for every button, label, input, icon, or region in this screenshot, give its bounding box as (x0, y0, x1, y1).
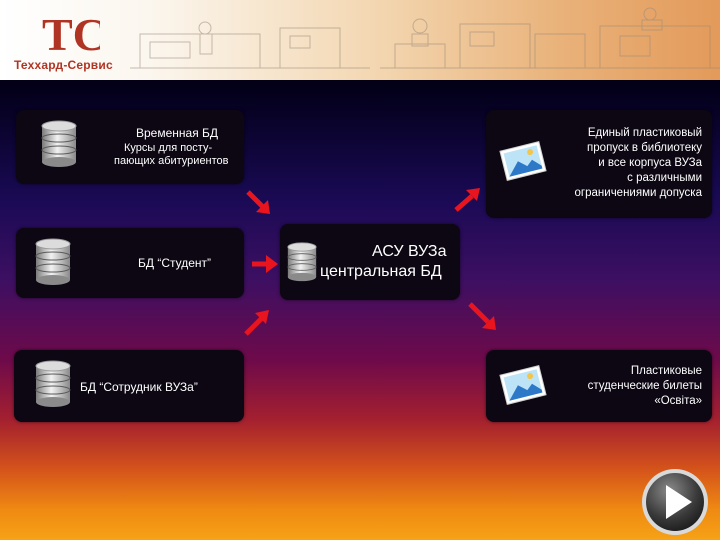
image-icon (499, 141, 547, 181)
central-line-1: АСУ ВУЗа (372, 243, 447, 260)
temp-db-subtitle-2: пающих абитуриентов (114, 155, 229, 167)
arrow-central-to-pass (454, 188, 480, 212)
card-temporary-db: Временная БД Курсы для посту- пающих аби… (16, 110, 244, 184)
tickets-line-3: «Освіта» (654, 395, 702, 407)
database-icon (41, 120, 77, 167)
database-icon (35, 238, 71, 285)
pass-line-1: Единый пластиковый (587, 127, 702, 139)
card-student-db: БД “Студент” (16, 228, 244, 298)
logo-name: Теххард-Сервис (14, 58, 113, 72)
arrow-staff-to-central (244, 310, 269, 336)
card-student-tickets: Пластиковые студенческие билеты «Освіта» (486, 350, 712, 422)
pass-line-3: и все корпуса ВУЗа (598, 157, 702, 169)
arrow-central-to-tickets (468, 302, 496, 330)
temp-db-title: Временная БД (136, 126, 219, 140)
play-icon (666, 485, 692, 519)
header-banner: TCS Теххард-Сервис (0, 0, 720, 80)
database-icon (35, 360, 71, 407)
tcs-logo-icon: TCS (42, 9, 100, 56)
student-db-title: БД “Студент” (138, 256, 212, 270)
card-central-db: АСУ ВУЗа центральная БД (280, 224, 460, 300)
card-staff-db: БД “Сотрудник ВУЗа” (14, 350, 244, 422)
arrow-temp-to-central (246, 190, 270, 214)
central-line-2: центральная БД (320, 263, 442, 280)
pass-line-4: с различными (627, 172, 702, 184)
database-icon (287, 242, 317, 282)
pass-line-2: пропуск в библиотеку (587, 142, 702, 154)
arrow-student-to-central (252, 255, 278, 273)
tickets-line-1: Пластиковые (630, 365, 702, 377)
play-button[interactable] (640, 467, 710, 537)
card-plastic-pass: Единый пластиковый пропуск в библиотеку … (486, 110, 712, 218)
pass-line-5: ограничениями допуска (574, 187, 702, 199)
temp-db-subtitle-1: Курсы для посту- (124, 142, 213, 154)
printing-machines-illustration (130, 7, 720, 69)
logo-letters: TCS (42, 9, 100, 56)
staff-db-title: БД “Сотрудник ВУЗа” (80, 380, 198, 394)
tickets-line-2: студенческие билеты (587, 380, 702, 392)
image-icon (499, 365, 547, 405)
